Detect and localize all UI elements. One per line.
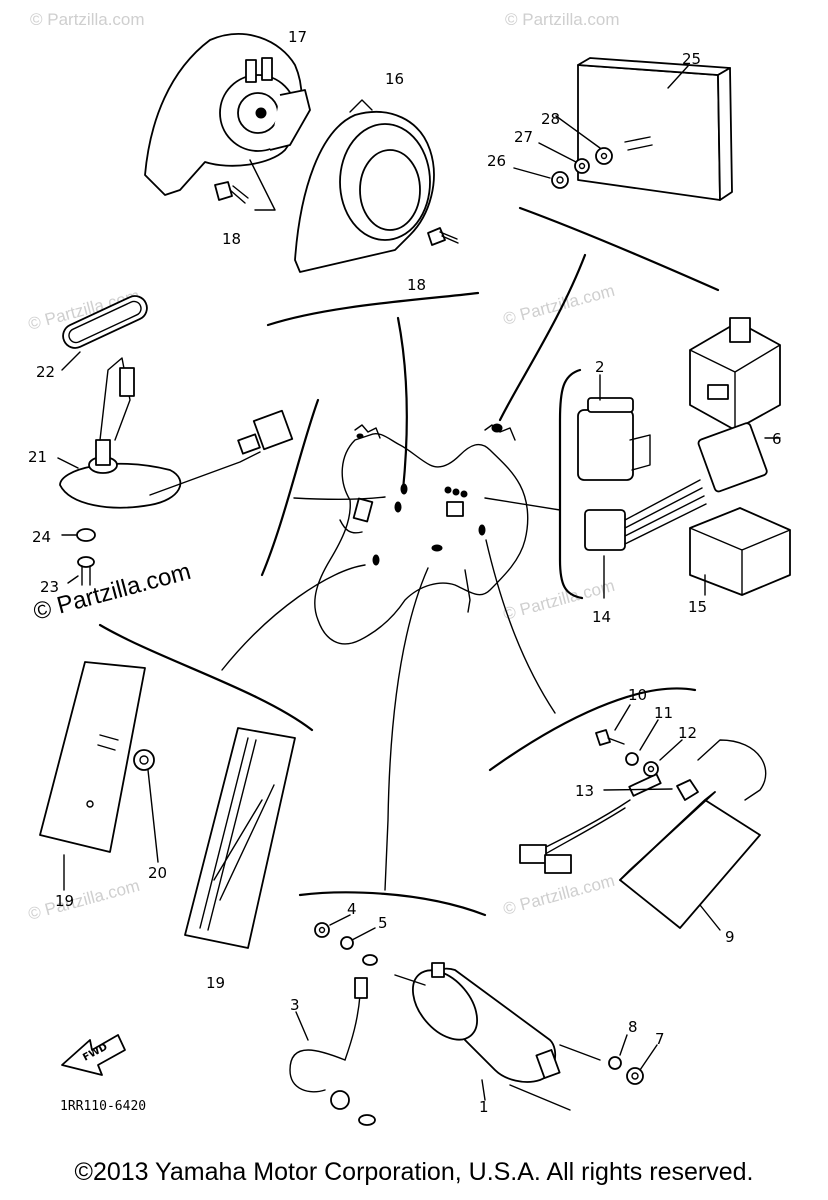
leader-ticks-bottom xyxy=(295,914,658,1101)
watermark: © Partzilla.com xyxy=(501,871,617,919)
watermark: © Partzilla.com xyxy=(26,876,142,924)
part-20-nut xyxy=(133,749,155,771)
part-13-clamp xyxy=(676,779,699,801)
leader-ticks-left xyxy=(57,351,81,584)
callout-5: 5 xyxy=(378,914,388,932)
part-28-washer xyxy=(595,147,613,165)
part-23-screw xyxy=(77,556,95,586)
callout-16: 16 xyxy=(385,70,404,88)
part-21-sender xyxy=(59,357,294,509)
part-19-reflector-left xyxy=(39,661,146,853)
part-1-starter-relay xyxy=(394,962,601,1111)
part-24-washer xyxy=(76,528,96,542)
part-12-nut xyxy=(643,761,659,777)
callout-13: 13 xyxy=(575,782,594,800)
part-8-washer xyxy=(608,1056,622,1070)
part-19-reflector-right xyxy=(184,727,296,949)
callout-12: 12 xyxy=(678,724,697,742)
callout-26: 26 xyxy=(487,152,506,170)
callout-14: 14 xyxy=(592,608,611,626)
part-16-horn xyxy=(294,99,435,273)
part-9-rectifier xyxy=(519,739,767,929)
part-11-washer xyxy=(625,752,639,766)
part-27-washer xyxy=(574,158,590,174)
part-15-relay xyxy=(689,507,791,596)
callout-17: 17 xyxy=(288,28,307,46)
callout-6: 6 xyxy=(772,430,782,448)
callout-10: 10 xyxy=(628,686,647,704)
part-17-horn xyxy=(144,33,311,211)
callout-9: 9 xyxy=(725,928,735,946)
callout-11: 11 xyxy=(654,704,673,722)
callout-3: 3 xyxy=(290,996,300,1014)
part-18-bolt-left xyxy=(214,181,249,204)
part-6-relay xyxy=(689,317,781,431)
parts-diagram: © Partzilla.com © Partzilla.com © Partzi… xyxy=(26,10,791,1126)
callout-7: 7 xyxy=(655,1030,665,1048)
part-4-nut xyxy=(314,922,330,938)
callout-19-right: 19 xyxy=(206,974,225,992)
leader-ticks-top-right xyxy=(513,65,689,179)
part-10-screw xyxy=(595,729,625,746)
callout-27: 27 xyxy=(514,128,533,146)
callouts: 1 2 3 4 5 6 7 8 9 10 11 12 13 14 15 16 1… xyxy=(28,28,782,1116)
part-26-nut xyxy=(551,171,569,189)
callout-1: 1 xyxy=(479,1098,489,1116)
leader-ticks-relays xyxy=(599,374,781,599)
callout-18-left: 18 xyxy=(222,230,241,248)
watermark: © Partzilla.com xyxy=(505,10,620,29)
part-2-relay xyxy=(577,397,651,481)
callout-8: 8 xyxy=(628,1018,638,1036)
part-14-connector xyxy=(584,422,768,551)
callout-24: 24 xyxy=(32,528,51,546)
drawing-code: 1RR110-6420 xyxy=(60,1099,146,1114)
callout-25: 25 xyxy=(682,50,701,68)
callout-22: 22 xyxy=(36,363,55,381)
part-5-washer xyxy=(340,936,354,950)
watermark: © Partzilla.com xyxy=(501,281,617,329)
callout-23: 23 xyxy=(40,578,59,596)
callout-15: 15 xyxy=(688,598,707,616)
frame-silhouette xyxy=(314,423,529,645)
callout-18-right: 18 xyxy=(407,276,426,294)
part-22-gasket xyxy=(62,295,148,349)
part-25-reflector xyxy=(577,57,733,201)
watermark: © Partzilla.com xyxy=(30,10,145,29)
leader-ticks-reflectors xyxy=(63,769,159,891)
callout-20: 20 xyxy=(148,864,167,882)
leader-lines xyxy=(98,206,720,917)
leader-ticks-rectifier xyxy=(603,704,721,931)
fwd-arrow-icon: FWD xyxy=(61,1034,126,1076)
part-7-nut xyxy=(626,1067,644,1085)
callout-19-left: 19 xyxy=(55,892,74,910)
part-3-lead-wire xyxy=(289,954,378,1126)
callout-28: 28 xyxy=(541,110,560,128)
callout-21: 21 xyxy=(28,448,47,466)
part-18-bolt-right xyxy=(427,227,459,246)
callout-4: 4 xyxy=(347,900,357,918)
callout-2: 2 xyxy=(595,358,605,376)
copyright-notice: ©2013 Yamaha Motor Corporation, U.S.A. A… xyxy=(74,1158,754,1186)
